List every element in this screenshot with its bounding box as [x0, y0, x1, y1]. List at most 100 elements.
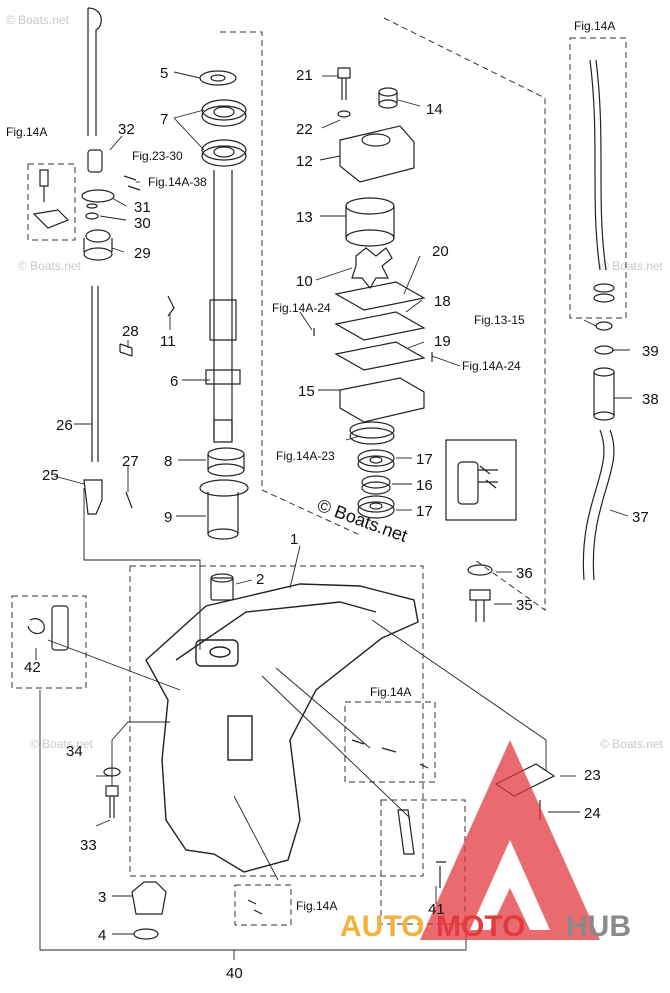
callout-27[interactable]: 27 — [122, 453, 139, 470]
callout-39[interactable]: 39 — [642, 343, 659, 360]
callout-17-bottom[interactable]: 17 — [416, 503, 433, 520]
callout-6[interactable]: 6 — [170, 373, 178, 390]
bearing-8 — [207, 447, 245, 477]
grommet-39 — [594, 345, 614, 355]
callout-18[interactable]: 18 — [434, 293, 451, 310]
left-parts — [32, 149, 141, 515]
bolt-35 — [469, 589, 491, 622]
washer-22 — [337, 110, 351, 118]
plate-18 — [334, 311, 426, 341]
bolt-21 — [337, 67, 351, 100]
brand-auto: AUTO — [340, 910, 424, 943]
brand-moto: MOTO — [436, 910, 525, 943]
washer-36 — [467, 564, 493, 576]
callout-8[interactable]: 8 — [164, 453, 172, 470]
callout-14[interactable]: 14 — [426, 101, 443, 118]
callout-41[interactable]: 41 — [428, 901, 445, 918]
callout-21[interactable]: 21 — [296, 67, 313, 84]
callout-29[interactable]: 29 — [134, 245, 151, 262]
nut-42 — [27, 618, 45, 635]
bearing-7-top — [201, 99, 247, 127]
pin-28 — [119, 343, 133, 357]
drive-shaft-group — [167, 70, 249, 601]
spacer-16 — [361, 475, 391, 495]
ref-fig13-15[interactable]: Fig.13-15 — [474, 313, 525, 327]
frame-42 — [11, 595, 87, 689]
block-41 — [397, 809, 415, 855]
callout-26[interactable]: 26 — [56, 417, 73, 434]
sleeve-9 — [199, 479, 249, 540]
pump-housing-12 — [339, 125, 415, 183]
callout-5[interactable]: 5 — [160, 65, 168, 82]
lower-parts — [27, 605, 446, 940]
frame-fig14a-left — [27, 163, 76, 241]
callout-34[interactable]: 34 — [66, 743, 83, 760]
callout-7[interactable]: 7 — [160, 111, 168, 128]
brand-hub: HUB — [566, 910, 631, 943]
callout-15[interactable]: 15 — [298, 383, 315, 400]
ref-fig14a-bottom[interactable]: Fig.14A — [296, 899, 337, 913]
ref-fig14a-38[interactable]: Fig.14A-38 — [148, 175, 207, 189]
tube-fig14a — [589, 59, 601, 271]
pins — [313, 328, 433, 362]
bolt-fig14a — [39, 169, 49, 202]
callout-16[interactable]: 16 — [416, 477, 433, 494]
grommet-14 — [378, 87, 398, 109]
callout-12[interactable]: 12 — [296, 153, 313, 170]
callout-17-top[interactable]: 17 — [416, 451, 433, 468]
callout-24[interactable]: 24 — [584, 805, 601, 822]
bearing-17-top — [357, 449, 395, 473]
detail-sleeve — [457, 461, 498, 505]
watermark-4: © Boats.net — [600, 259, 664, 273]
callout-42[interactable]: 42 — [24, 659, 41, 676]
pump-base-15 — [339, 377, 425, 423]
callout-30[interactable]: 30 — [134, 215, 151, 232]
callout-25[interactable]: 25 — [42, 467, 59, 484]
gasket-20 — [334, 281, 426, 311]
callout-31[interactable]: 31 — [134, 199, 151, 216]
callout-10[interactable]: 10 — [296, 273, 313, 290]
bolt-41 — [436, 861, 446, 888]
sleeve-32 — [87, 149, 103, 173]
callout-33[interactable]: 33 — [80, 837, 97, 854]
callout-9[interactable]: 9 — [164, 509, 172, 526]
nut-4 — [133, 928, 159, 940]
ref-fig14a-left[interactable]: Fig.14A — [6, 125, 47, 139]
pin-27 — [125, 491, 133, 509]
callout-40[interactable]: 40 — [226, 965, 243, 982]
ref-fig14a-24-right[interactable]: Fig.14A-24 — [462, 359, 521, 373]
callout-13[interactable]: 13 — [296, 209, 313, 226]
callout-4[interactable]: 4 — [98, 927, 106, 944]
frame-fig14a-mid — [344, 701, 436, 783]
frame-fig14a-right — [569, 37, 627, 319]
ref-fig14a-23[interactable]: Fig.14A-23 — [276, 449, 335, 463]
frame-fig14a-bottom — [234, 884, 292, 926]
callout-28[interactable]: 28 — [122, 323, 139, 340]
callout-38[interactable]: 38 — [642, 391, 659, 408]
ref-fig14a-24-left[interactable]: Fig.14A-24 — [272, 301, 331, 315]
callout-2[interactable]: 2 — [256, 571, 264, 588]
callout-3[interactable]: 3 — [98, 889, 106, 906]
callout-19[interactable]: 19 — [434, 333, 451, 350]
oring-31 — [81, 189, 115, 203]
ref-fig14a-mid[interactable]: Fig.14A — [370, 685, 411, 699]
callout-37[interactable]: 37 — [632, 509, 649, 526]
impeller-10 — [351, 247, 393, 290]
ref-fig23-30[interactable]: Fig.23-30 — [132, 149, 183, 163]
callout-1[interactable]: 1 — [290, 531, 298, 548]
water-pump-group — [313, 67, 433, 519]
callout-32[interactable]: 32 — [118, 121, 135, 138]
callout-36[interactable]: 36 — [516, 565, 533, 582]
watermark-3: © Boats.net — [30, 737, 94, 751]
callout-20[interactable]: 20 — [432, 243, 449, 260]
callout-22[interactable]: 22 — [296, 121, 313, 138]
bolt-33 — [105, 785, 119, 818]
grommet-29 — [83, 229, 113, 261]
dashed-frames — [11, 17, 627, 926]
ref-fig14a-right[interactable]: Fig.14A — [574, 19, 615, 33]
callout-11[interactable]: 11 — [160, 333, 176, 350]
callout-23[interactable]: 23 — [584, 767, 601, 784]
callout-35[interactable]: 35 — [516, 597, 533, 614]
bearing-17-bottom — [357, 495, 395, 519]
